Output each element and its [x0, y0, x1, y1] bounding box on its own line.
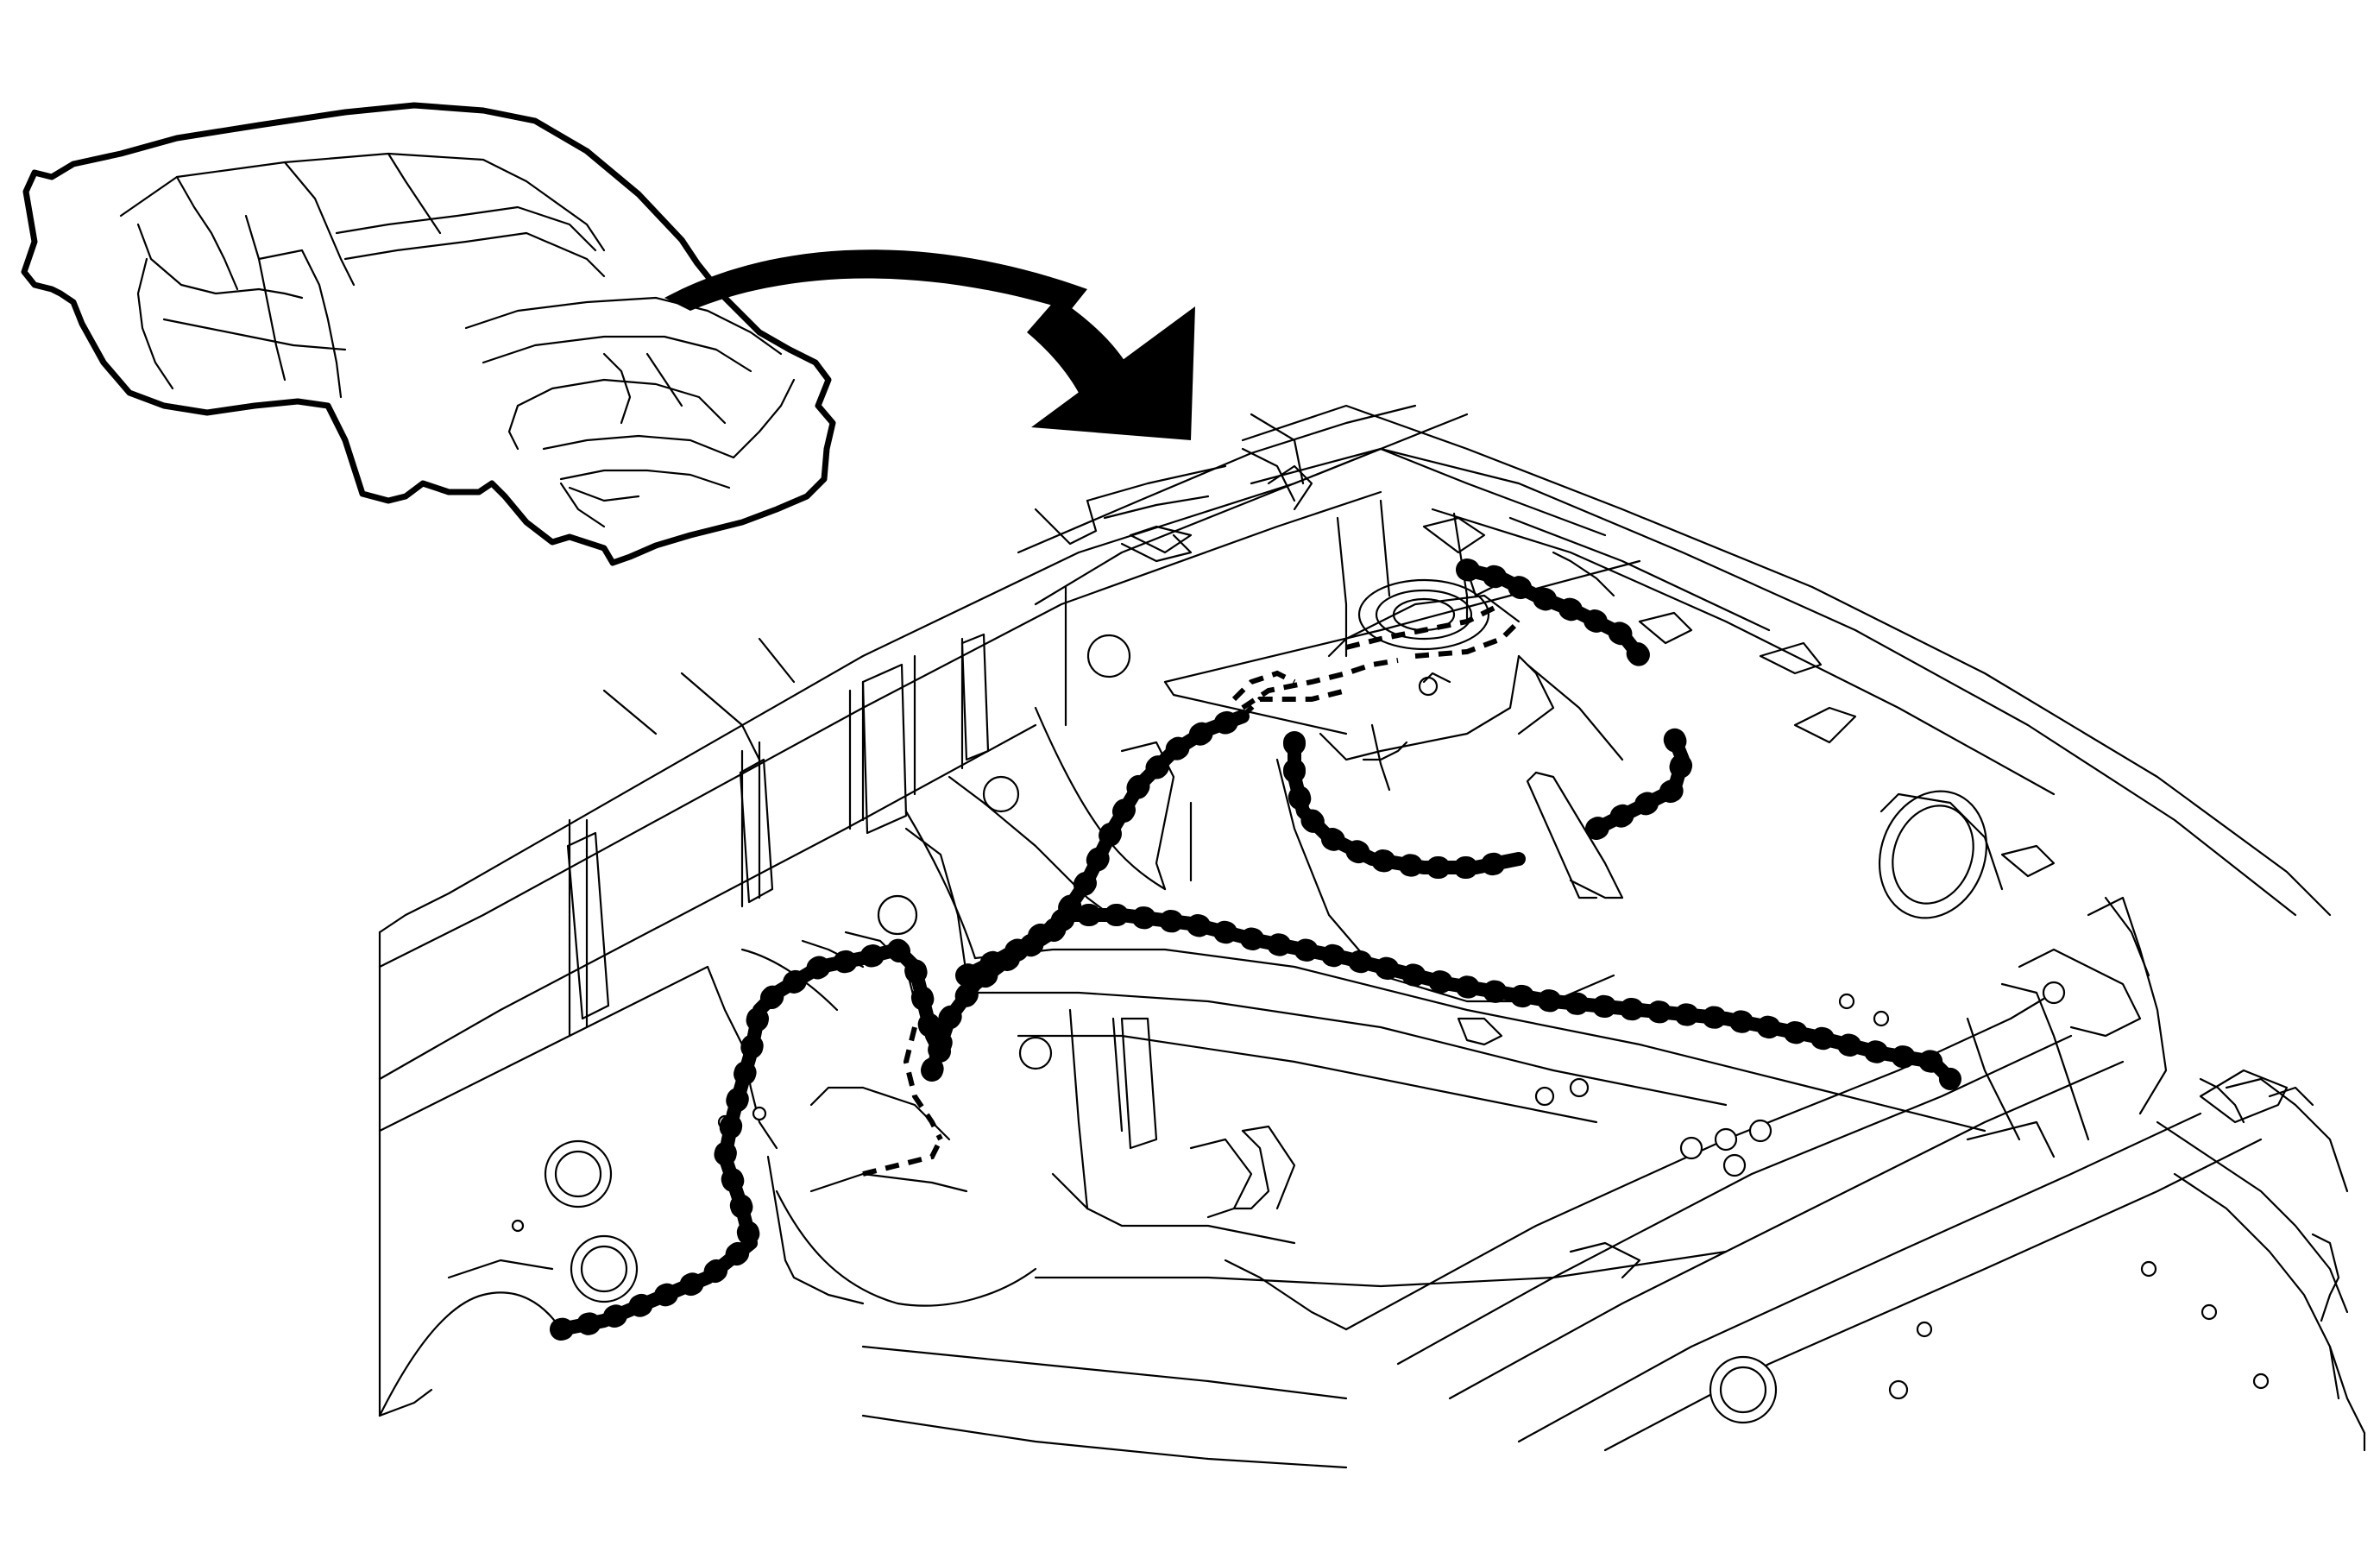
- vehicle-locator: [21, 102, 836, 566]
- callout-arrow: [664, 249, 1195, 440]
- hidden-sealer-lines: [862, 602, 1521, 1177]
- curved-arrow-icon: [664, 249, 1087, 311]
- sealer-beads: [550, 558, 1961, 1341]
- car-body-outline-icon: [21, 102, 836, 566]
- sealer-bead-long: [960, 908, 1957, 1086]
- front-body-structure: [378, 404, 2366, 1469]
